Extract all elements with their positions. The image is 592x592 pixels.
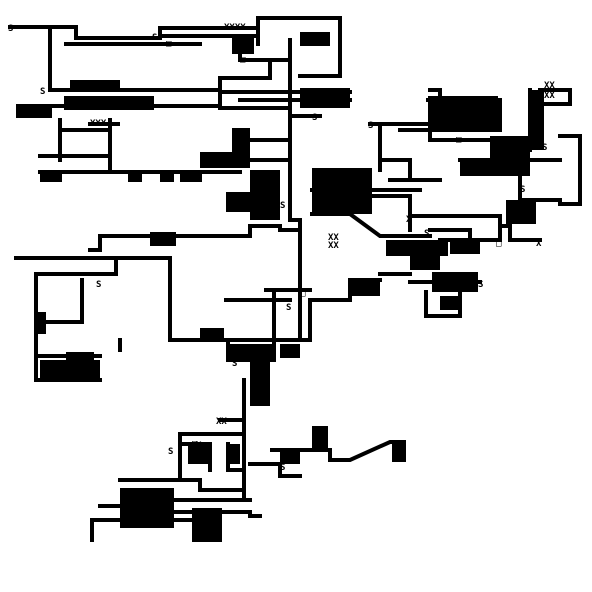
room-central-left (226, 192, 266, 212)
room-right-band (300, 88, 350, 108)
room-east-low (506, 200, 536, 224)
corridor (98, 224, 282, 238)
spawn-marker[interactable]: S (8, 24, 13, 34)
spawn-marker[interactable]: S (312, 113, 317, 123)
room-south-east-col (312, 426, 328, 450)
corridor (38, 278, 84, 324)
room-mid-south (200, 328, 224, 340)
door-marker[interactable]: □ (360, 191, 366, 201)
door-marker[interactable]: □ (166, 39, 172, 49)
spawn-marker[interactable]: S (168, 447, 173, 457)
room-corridor-block (150, 232, 176, 246)
spawn-marker[interactable]: S (480, 113, 485, 123)
spawn-marker[interactable]: S (152, 33, 157, 43)
corridor (518, 174, 562, 202)
room-wide-left (64, 96, 154, 110)
spawn-marker[interactable]: S (96, 280, 101, 290)
corridor (118, 478, 246, 492)
room-east-small (350, 280, 380, 296)
treasure-marker[interactable]: XXXX (224, 23, 246, 33)
room-top-right (300, 32, 330, 46)
room-south-bottom (192, 508, 222, 542)
treasure-marker[interactable]: XX (544, 91, 555, 101)
spawn-marker[interactable]: S (478, 280, 483, 290)
door-marker[interactable]: □ (300, 289, 306, 299)
treasure-marker[interactable]: XX (544, 81, 555, 91)
room-small-1 (128, 172, 142, 182)
room-south-mid-2 (280, 344, 300, 358)
room-southeast (432, 272, 478, 292)
corridor (8, 25, 260, 40)
corridor (558, 134, 582, 206)
treasure-marker[interactable]: XXX (90, 119, 107, 129)
room-upper-left (70, 80, 120, 92)
room-ne-column (528, 90, 544, 150)
room-ne-top (428, 96, 498, 132)
room-south-column (250, 360, 270, 406)
room-center-east-2 (450, 240, 480, 254)
treasure-marker[interactable]: XX (328, 233, 339, 243)
treasure-marker[interactable]: X (406, 215, 412, 225)
corridor (34, 256, 118, 276)
corridor (88, 234, 102, 252)
room-southwest-top (66, 352, 94, 362)
marker-layer: SSSSSSSSSSSSSSSSSXXXXXXXXXXXXXXXXXXXXX□□… (8, 23, 555, 529)
room-south-cell-2 (226, 444, 240, 464)
corridor (378, 158, 412, 182)
spawn-marker[interactable]: S (56, 367, 61, 377)
room-south-cell-1 (188, 444, 210, 464)
treasure-marker[interactable]: X (196, 441, 202, 451)
room-left-edge (16, 104, 52, 118)
room-east-big (490, 136, 530, 160)
room-west (34, 312, 46, 334)
room-small-3 (180, 172, 202, 182)
spawn-marker[interactable]: S (40, 87, 45, 97)
corridor (288, 218, 302, 342)
room-southeast-inner (440, 296, 458, 310)
room-southwest (40, 360, 100, 380)
corridor (256, 16, 342, 78)
door-marker[interactable]: □ (192, 439, 198, 449)
room-center-big (312, 168, 372, 214)
spawn-marker[interactable]: S (280, 463, 285, 473)
room-east-band (460, 160, 530, 176)
room-small-2 (160, 172, 174, 182)
room-southwest-big (120, 488, 174, 528)
room-south-mid-block (280, 450, 300, 464)
treasure-marker[interactable]: X (280, 457, 286, 467)
spawn-marker[interactable]: S (286, 303, 291, 313)
treasure-marker[interactable]: X (536, 239, 542, 249)
room-left-small (40, 170, 62, 182)
room-layer (16, 32, 544, 542)
door-marker[interactable]: □ (496, 239, 502, 249)
spawn-marker[interactable]: S (520, 185, 525, 195)
spawn-marker[interactable]: S (368, 121, 373, 131)
door-marker[interactable]: □ (136, 519, 142, 529)
door-marker[interactable]: □ (240, 55, 246, 65)
room-south-mid (228, 344, 272, 360)
corridor (14, 256, 172, 342)
corridor (428, 228, 472, 242)
corridor (424, 290, 462, 318)
corridor (538, 88, 572, 106)
corridor (218, 58, 292, 110)
spawn-marker[interactable]: S (424, 229, 429, 239)
treasure-marker[interactable]: XX (216, 417, 227, 427)
room-south-far-east (392, 440, 406, 462)
room-mid-left (200, 152, 250, 168)
room-top (232, 36, 254, 54)
corridor (248, 462, 302, 478)
door-marker[interactable]: □ (38, 311, 44, 321)
door-marker[interactable]: □ (456, 135, 462, 145)
spawn-marker[interactable]: S (542, 143, 547, 153)
corridor (498, 214, 542, 242)
spawn-marker[interactable]: S (280, 201, 285, 211)
room-center-east-low (410, 250, 440, 270)
spawn-marker[interactable]: S (232, 359, 237, 369)
treasure-marker[interactable]: XX (328, 241, 339, 251)
